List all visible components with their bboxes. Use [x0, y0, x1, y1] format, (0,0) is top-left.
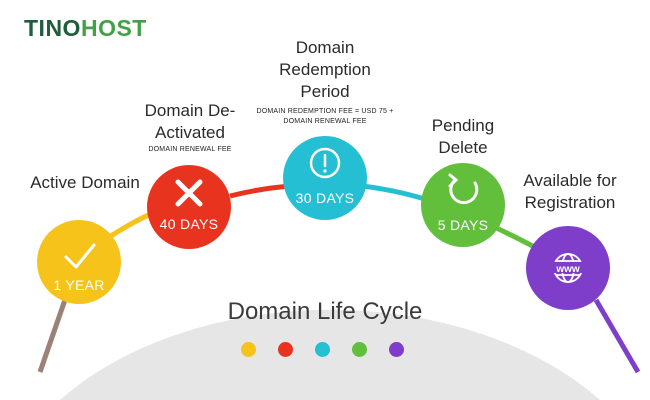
refresh-icon [448, 173, 479, 205]
legend-dot-purple [389, 342, 404, 357]
check-icon [64, 243, 96, 269]
duration-label-pending-delete: 5 DAYS [437, 217, 489, 233]
duration-label-redemption: 30 DAYS [295, 190, 355, 206]
tinohost-logo: TINO HOST [24, 14, 147, 42]
arc-segment-cyan [361, 183, 429, 203]
legend-dot-cyan [315, 342, 330, 357]
duration-label-deactivated: 40 DAYS [159, 216, 219, 232]
duration-label-active: 1 YEAR [53, 277, 105, 293]
grey-dome [60, 309, 600, 400]
exclamation-icon [309, 147, 341, 179]
logo-text-host: HOST [80, 14, 147, 41]
stage-circle-pending-delete [421, 163, 505, 247]
logo-text-tino: TINO [24, 14, 81, 41]
stage-title-redemption: Domain Redemption Period [279, 38, 371, 101]
globe-icon: www [552, 253, 584, 283]
stage-circle-deactivated [147, 165, 231, 249]
legend-dot-red [278, 342, 293, 357]
svg-text:www: www [555, 264, 580, 275]
legend-dot-yellow [241, 342, 256, 357]
cross-icon [175, 179, 203, 207]
legend-dot-green [352, 342, 367, 357]
stage-title-pending-delete: Pending Delete [431, 116, 495, 157]
stage-title-available: Available for Registration [523, 171, 617, 212]
stage-title-deactivated: Domain De-Activated [144, 101, 236, 142]
stage-note-redemption: DOMAIN REDEMPTION FEE = USD 75 + DOMAIN … [256, 108, 394, 125]
stage-title-active: Active Domain [30, 173, 140, 192]
stage-note-deactivated: DOMAIN RENEWAL FEE [148, 146, 232, 153]
arc-segment-red [229, 183, 293, 199]
arc-segment-purple [593, 298, 641, 374]
color-legend-dots [241, 342, 404, 357]
diagram-title: Domain Life Cycle [227, 298, 423, 325]
